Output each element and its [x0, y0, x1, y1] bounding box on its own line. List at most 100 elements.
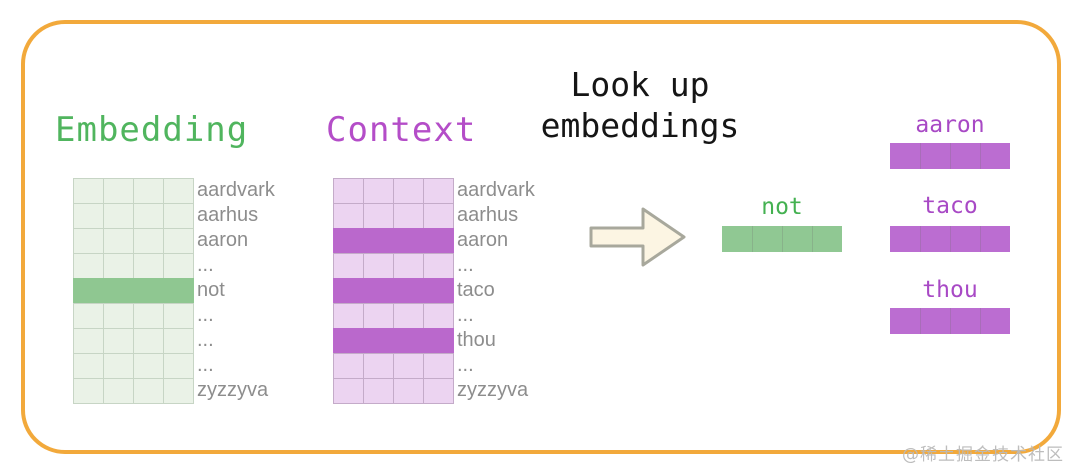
matrix-row [333, 203, 454, 229]
matrix-cell [103, 253, 134, 279]
context-matrix-title: Context [326, 110, 477, 150]
matrix-cell [393, 253, 424, 279]
matrix-cell [363, 203, 394, 229]
diagram-heading: Look up embeddings [505, 64, 775, 146]
context-vector-aaron [890, 143, 1010, 169]
matrix-cell [363, 278, 394, 304]
vector-cell [890, 226, 920, 252]
matrix-row-label: aaron [457, 229, 509, 251]
matrix-cell [73, 378, 104, 404]
context-word-label-thou: thou [922, 277, 978, 303]
matrix-row-label: zyzzyva [457, 379, 529, 401]
matrix-row [73, 353, 194, 379]
vector-cell [920, 308, 950, 334]
matrix-cell [103, 328, 134, 354]
matrix-row-label: aardvark [457, 179, 535, 201]
matrix-row-label: ... [197, 304, 214, 326]
matrix-cell [333, 353, 364, 379]
matrix-cell [393, 378, 424, 404]
matrix-cell [363, 228, 394, 254]
matrix-row-label: aaron [197, 229, 249, 251]
matrix-cell [423, 178, 454, 204]
matrix-cell [163, 253, 194, 279]
matrix-cell [363, 328, 394, 354]
matrix-cell [163, 378, 194, 404]
vector-cell [950, 143, 980, 169]
vector-cell [812, 226, 842, 252]
matrix-cell [103, 378, 134, 404]
matrix-cell [133, 253, 164, 279]
matrix-cell [163, 353, 194, 379]
matrix-cell [103, 178, 134, 204]
matrix-cell [423, 278, 454, 304]
matrix-cell [393, 228, 424, 254]
matrix-cell [103, 228, 134, 254]
matrix-cell [423, 328, 454, 354]
matrix-row-label: aardvark [197, 179, 275, 201]
matrix-cell [363, 253, 394, 279]
matrix-row [333, 328, 454, 354]
vector-cell [920, 143, 950, 169]
context-word-label-taco: taco [922, 193, 978, 219]
vector-cell [752, 226, 782, 252]
matrix-row [73, 378, 194, 404]
matrix-row-label: taco [457, 279, 495, 301]
lookup-word-label: not [761, 194, 803, 220]
matrix-cell [393, 178, 424, 204]
matrix-cell [73, 353, 104, 379]
matrix-cell [163, 328, 194, 354]
matrix-cell [363, 303, 394, 329]
context-word-label-aaron: aaron [915, 112, 985, 138]
vector-cell [890, 143, 920, 169]
rounded-border-frame [21, 20, 1061, 454]
vector-cell [890, 308, 920, 334]
matrix-cell [333, 303, 364, 329]
matrix-cell [163, 278, 194, 304]
matrix-row-label: ... [457, 354, 474, 376]
matrix-cell [73, 178, 104, 204]
matrix-cell [363, 378, 394, 404]
matrix-cell [423, 203, 454, 229]
right-arrow-icon [588, 204, 688, 274]
heading-line-2: embeddings [540, 106, 740, 145]
matrix-cell [333, 378, 364, 404]
matrix-row [73, 203, 194, 229]
matrix-row [333, 378, 454, 404]
matrix-cell [133, 303, 164, 329]
matrix-cell [73, 303, 104, 329]
vector-cell [980, 308, 1010, 334]
vector-cell [782, 226, 812, 252]
matrix-row-label: ... [457, 254, 474, 276]
matrix-cell [393, 303, 424, 329]
matrix-row-label: zyzzyva [197, 379, 269, 401]
matrix-cell [393, 353, 424, 379]
matrix-cell [333, 328, 364, 354]
matrix-row [73, 303, 194, 329]
context-vector-thou [890, 308, 1010, 334]
matrix-cell [163, 303, 194, 329]
matrix-row-label: not [197, 279, 225, 301]
vector-cell [980, 226, 1010, 252]
matrix-row [333, 228, 454, 254]
matrix-cell [133, 353, 164, 379]
matrix-row-label: aarhus [197, 204, 259, 226]
context-matrix-grid [333, 178, 454, 404]
matrix-cell [103, 353, 134, 379]
matrix-cell [423, 303, 454, 329]
matrix-cell [133, 178, 164, 204]
matrix-cell [73, 253, 104, 279]
matrix-cell [333, 278, 364, 304]
matrix-cell [393, 278, 424, 304]
lookup-embedding-vector [722, 226, 842, 252]
context-vector-taco [890, 226, 1010, 252]
matrix-cell [393, 203, 424, 229]
matrix-row [73, 178, 194, 204]
matrix-cell [73, 328, 104, 354]
matrix-cell [133, 328, 164, 354]
matrix-cell [333, 253, 364, 279]
matrix-cell [133, 278, 164, 304]
matrix-row [333, 303, 454, 329]
matrix-cell [133, 203, 164, 229]
matrix-cell [363, 178, 394, 204]
